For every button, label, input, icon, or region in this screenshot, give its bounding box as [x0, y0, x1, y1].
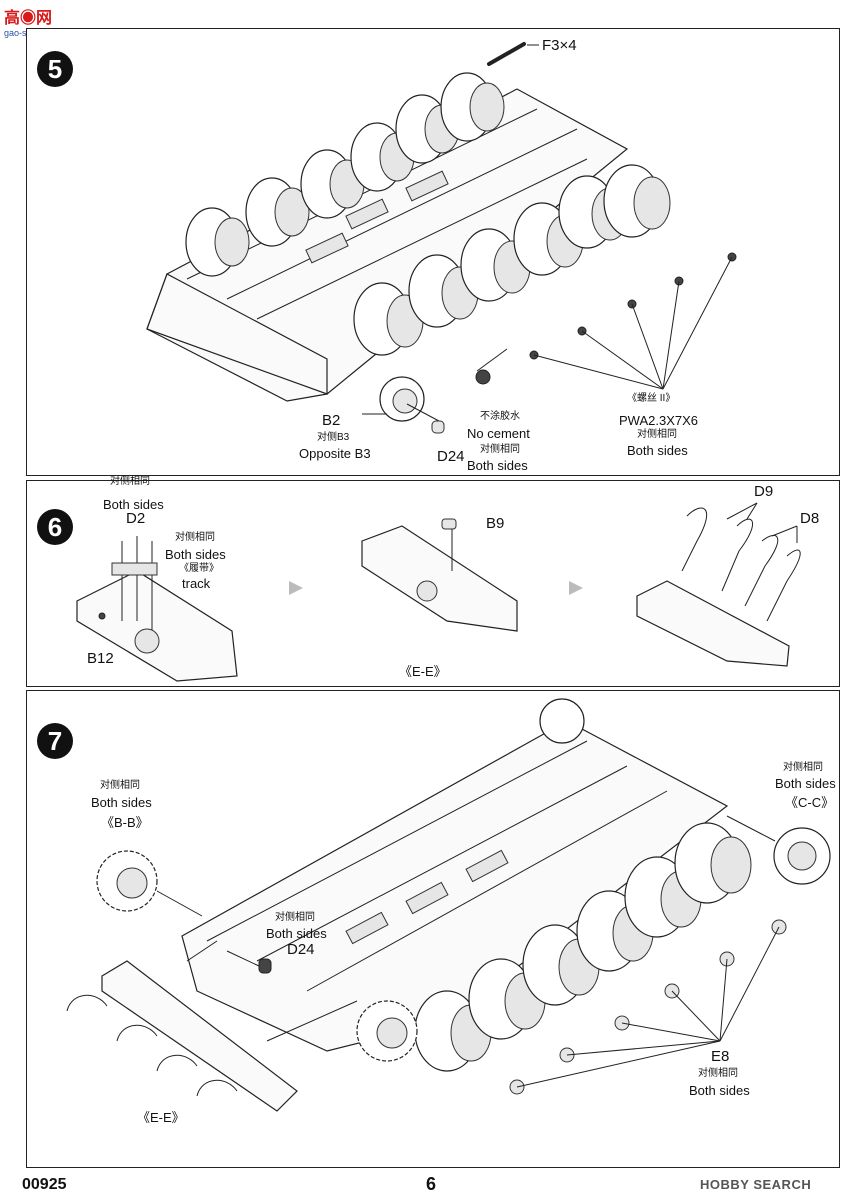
label-e8-both-en: Both sides [689, 1083, 750, 1098]
label-cc-both-en: Both sides [775, 776, 836, 791]
watermark-hobby-search: HOBBY SEARCH [700, 1177, 812, 1192]
label-d8: D8 [800, 510, 820, 527]
label-no-cement-cn: 不涂胶水 [480, 411, 520, 422]
label-track-cn: 《履带》 [179, 563, 219, 574]
label-b2: B2 [322, 412, 341, 429]
e8-caps [509, 919, 787, 1095]
label-d24: D24 [437, 448, 465, 465]
label-ee: 《E-E》 [399, 664, 447, 679]
label-both-sides-cn-2: 对侧相同 [175, 532, 215, 543]
label-f3: F3×4 [542, 37, 577, 54]
cap-d24-7 [258, 958, 272, 974]
label-ee-7: 《E-E》 [137, 1110, 185, 1125]
label-track-en: track [182, 576, 211, 591]
step-5-chassis-illustration [146, 42, 737, 434]
arm-assembly-ee [101, 960, 298, 1112]
label-no-cement-en: No cement [467, 426, 530, 441]
step-7-number: 7 [37, 723, 73, 759]
label-cc-both-cn: 对侧相同 [783, 762, 823, 773]
label-both-sides-cn: 对侧相同 [480, 444, 520, 455]
label-screw-code: PWA2.3X7X6 [619, 413, 699, 428]
lower-road-wheels [353, 164, 671, 356]
label-d2: D2 [126, 510, 146, 527]
upper-road-wheels [185, 72, 505, 277]
label-d24-both-en: Both sides [266, 926, 327, 941]
label-bb: 《B-B》 [101, 815, 149, 830]
label-opposite-b3-cn: 对侧B3 [317, 432, 350, 443]
label-both-sides-en-1: Both sides [103, 497, 164, 512]
label-opposite-b3-en: Opposite B3 [299, 446, 371, 461]
plate-right [636, 580, 790, 667]
step-6-number: 6 [37, 509, 73, 545]
plate-middle [361, 525, 518, 632]
screw-leader-lines [476, 256, 733, 390]
step-6-suspension-illustration [76, 502, 801, 682]
label-d9: D9 [754, 483, 774, 500]
label-both-sides-cn-1: 对侧相同 [110, 476, 150, 487]
label-bb-both-cn: 对侧相同 [100, 780, 140, 791]
label-d24-both-cn: 对侧相同 [275, 912, 315, 923]
page-number: 6 [426, 1174, 437, 1194]
label-both-sides-en-2: Both sides [165, 547, 226, 562]
label-screw-cn: 《螺丝 II》 [627, 393, 676, 404]
label-b12: B12 [87, 650, 114, 667]
product-code: 00925 [22, 1176, 67, 1193]
label-screw-both-en: Both sides [627, 443, 688, 458]
label-bb-both-en: Both sides [91, 795, 152, 810]
cap-d24 [431, 420, 445, 434]
label-e8-both-cn: 对侧相同 [698, 1068, 738, 1079]
label-screw-both-cn: 对侧相同 [637, 429, 677, 440]
step-7-panel: 7 对侧相同 Both sides 《B-B》 对侧相同 Both sides … [26, 690, 840, 1168]
label-e8: E8 [711, 1048, 730, 1065]
road-wheels-7 [414, 822, 752, 1072]
no-cement-icon [475, 369, 491, 385]
label-d24-7: D24 [287, 941, 315, 958]
label-b9: B9 [486, 515, 505, 532]
label-both-sides-en: Both sides [467, 458, 528, 473]
step-5-number: 5 [37, 51, 73, 87]
label-cc: 《C-C》 [785, 795, 835, 810]
e8-leader-lines [516, 926, 780, 1088]
step-7-assembly-illustration [66, 698, 831, 1112]
site-logo-glyphs: 高◉网 [4, 10, 53, 27]
step-5-panel: 5 F3×4 B2 对侧B3 Opposite B3 D24 不涂胶水 No c… [26, 28, 840, 476]
step-6-panel: 6 对侧相同 Both sides D2 对侧相同 Both sides 《履带… [26, 476, 840, 687]
